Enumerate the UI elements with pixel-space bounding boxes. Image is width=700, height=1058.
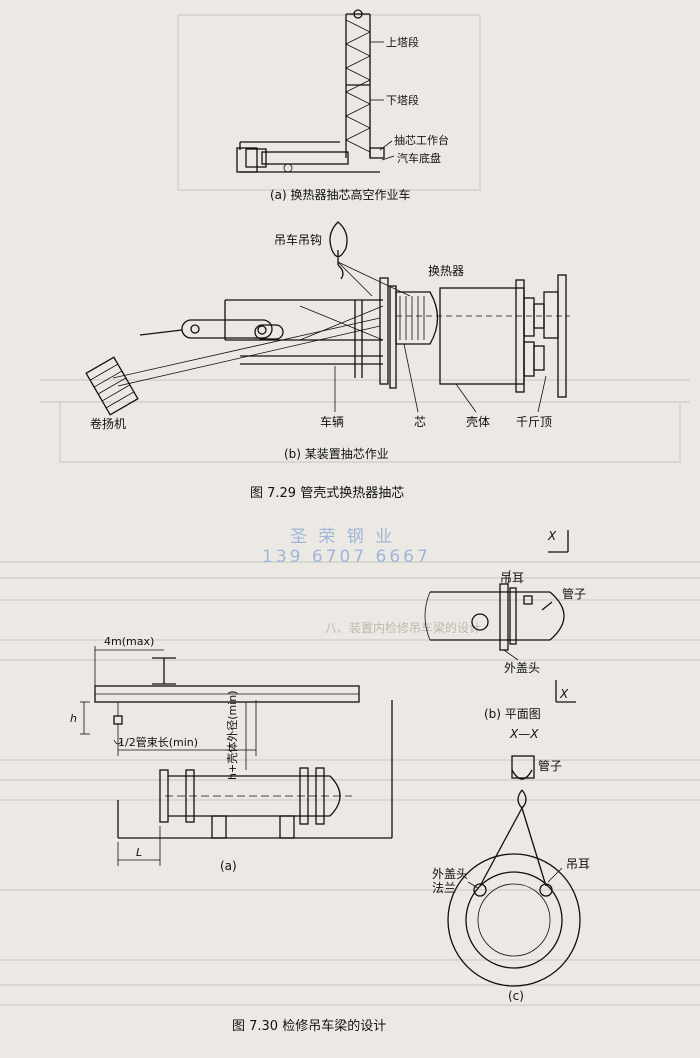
plan-label-pipe: 管子 xyxy=(562,586,586,601)
caption-fig-7-30: 图 7.30 检修吊车梁的设计 xyxy=(232,1018,386,1034)
section-title: X—X xyxy=(509,727,539,741)
label-heat-exchanger: 换热器 xyxy=(428,264,464,278)
plan-label-outer-head: 外盖头 xyxy=(504,661,540,675)
dim-4m-max: 4m(max) xyxy=(104,635,154,648)
caption-fig-7-29a: (a) 换热器抽芯高空作业车 xyxy=(270,187,411,202)
fig-7-30a-elevation: 4m(max) h 1/2管束长(min) h+壳体外径(min) xyxy=(70,635,393,873)
section-label-flange: 法兰 xyxy=(432,881,456,895)
caption-fig-7-30b: (b) 平面图 xyxy=(484,707,541,721)
label-winch: 卷扬机 xyxy=(90,416,126,431)
plan-label-lug: 吊耳 xyxy=(500,571,524,585)
bleed-through: 八、装置内检修吊车梁的设计 xyxy=(0,14,700,1006)
section-label-lug: 吊耳 xyxy=(566,857,590,871)
caption-fig-7-29: 图 7.29 管壳式换热器抽芯 xyxy=(250,486,404,501)
fig-7-30b-plan: X 吊耳 管子 外盖头 X (b) 平面图 xyxy=(424,529,586,721)
label-core: 芯 xyxy=(414,415,426,429)
caption-fig-7-30c: (c) xyxy=(508,989,524,1003)
label-truck-chassis: 汽车底盘 xyxy=(397,151,441,165)
fig-7-29a-truck: 上塔段 下塔段 抽芯工作台 汽车底盘 (a) 换热器抽芯高空作业车 xyxy=(236,9,449,202)
watermark-name: 圣 荣 钢 业 xyxy=(290,527,395,547)
fig-7-30c-section: X—X 管子 外盖头 法兰 吊耳 (c) xyxy=(432,727,590,1003)
section-label-pipe: 管子 xyxy=(538,758,562,773)
label-lower-tower: 下塔段 xyxy=(386,93,419,107)
caption-fig-7-30a: (a) xyxy=(220,859,237,873)
fig-7-29b-extraction: 吊车吊钩 卷扬机 车辆 xyxy=(85,221,570,461)
label-vehicle: 车辆 xyxy=(320,414,344,429)
section-label-outer-head: 外盖头 xyxy=(432,867,468,881)
section-mark-top: X xyxy=(547,529,557,543)
label-shell: 壳体 xyxy=(466,415,490,429)
dim-half-bundle: 1/2管束长(min) xyxy=(118,735,198,749)
dim-L: L xyxy=(136,846,142,859)
label-crane-hook: 吊车吊钩 xyxy=(274,232,322,247)
dim-h: h xyxy=(70,712,77,725)
bleed-heading: 八、装置内检修吊车梁的设计 xyxy=(325,620,481,635)
label-extraction-platform: 抽芯工作台 xyxy=(394,133,449,147)
watermark-phone: 139 6707 6667 xyxy=(262,547,431,567)
label-upper-tower: 上塔段 xyxy=(386,35,419,49)
caption-fig-7-29b: (b) 某装置抽芯作业 xyxy=(284,447,389,461)
dim-vertical-clearance: h+壳体外径(min) xyxy=(225,690,239,780)
label-jack: 千斤顶 xyxy=(516,415,552,429)
section-mark-bottom: X xyxy=(559,687,569,701)
